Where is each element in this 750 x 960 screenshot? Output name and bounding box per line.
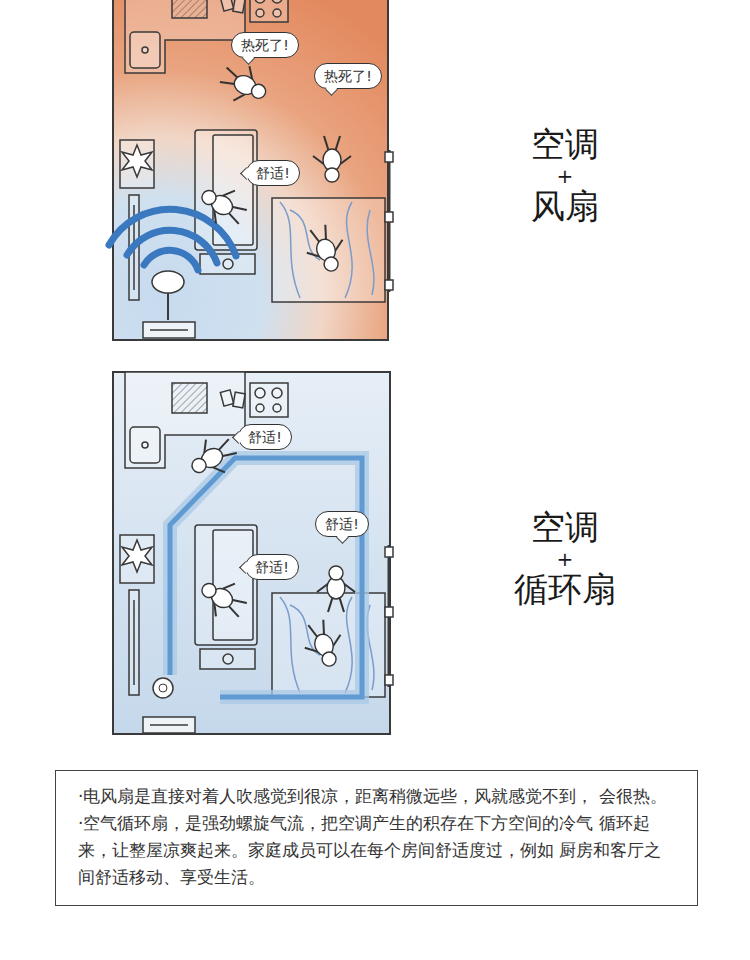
speech-bubble: 热死了! bbox=[314, 63, 382, 89]
bubble-text: 热死了! bbox=[324, 67, 372, 85]
wind-arc bbox=[127, 230, 217, 263]
furniture bbox=[120, 372, 393, 733]
panel-label: + bbox=[557, 548, 574, 570]
speech-bubble: 热死了! bbox=[231, 32, 299, 58]
airflow-path bbox=[170, 458, 362, 697]
speech-bubble: 舒适! bbox=[238, 424, 292, 450]
note-paragraph: ·电风扇是直接对着人吹感觉到很凉，距离稍微远些，风就感觉不到， 会很热。 bbox=[78, 783, 677, 810]
bubble-text: 舒适! bbox=[255, 558, 289, 576]
airflow-band bbox=[170, 458, 362, 697]
panel-label: 空调 bbox=[531, 509, 599, 546]
panel-label: 空调 bbox=[531, 126, 599, 163]
electric-fan bbox=[152, 271, 184, 293]
bubble-text: 舒适! bbox=[256, 164, 290, 182]
comfortable-person bbox=[193, 571, 252, 627]
bubble-text: 热死了! bbox=[241, 36, 289, 54]
wind-arc bbox=[109, 209, 236, 256]
bathing-person bbox=[300, 221, 351, 277]
circulator-fan bbox=[153, 678, 173, 698]
hot-person bbox=[313, 136, 351, 182]
bathing-person bbox=[298, 616, 349, 672]
bubble-text: 舒适! bbox=[248, 428, 282, 446]
furniture bbox=[120, 0, 393, 338]
comfortable-person bbox=[193, 178, 252, 234]
panel-label: 循环扇 bbox=[514, 571, 616, 608]
speech-bubble: 舒适! bbox=[245, 554, 299, 580]
hot-person bbox=[215, 58, 273, 112]
bubble-text: 舒适! bbox=[325, 515, 359, 533]
speech-bubble: 舒适! bbox=[246, 160, 300, 186]
panel-label: 风扇 bbox=[531, 188, 599, 225]
panel-label: + bbox=[557, 165, 574, 187]
speech-bubble: 舒适! bbox=[315, 511, 369, 537]
note-paragraph: ·空气循环扇，是强劲螺旋气流，把空调产生的积存在下方空间的冷气 循环起来，让整屋… bbox=[78, 810, 677, 891]
note-box: ·电风扇是直接对着人吹感觉到很凉，距离稍微远些，风就感觉不到， 会很热。·空气循… bbox=[55, 770, 698, 906]
fan-pole bbox=[167, 292, 169, 320]
comfortable-person bbox=[317, 566, 355, 612]
circulator-hub bbox=[159, 684, 167, 692]
wind-arc bbox=[144, 250, 198, 270]
